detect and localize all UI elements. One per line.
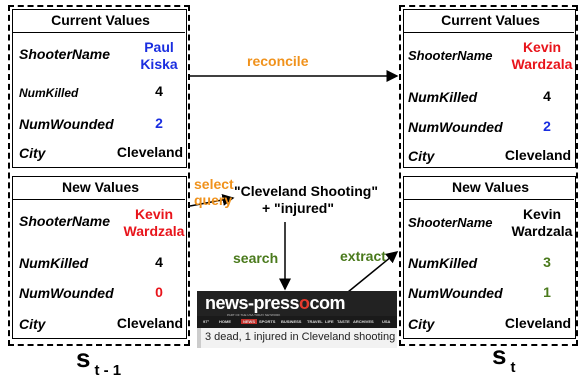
field-value-city: Cleveland	[116, 315, 184, 331]
value-line: Wardzala	[123, 223, 185, 239]
field-label-numwounded: NumWounded	[19, 285, 114, 301]
query-line: "Cleveland Shooting"	[234, 183, 378, 199]
field-value-numkilled: 4	[543, 88, 551, 104]
nav-item[interactable]: BUSINESS	[281, 319, 302, 324]
field-label-numkilled: NumKilled	[408, 89, 478, 105]
right-new-values-panel: New Values ShooterName Kevin Wardzala Nu…	[403, 176, 576, 339]
news-site-header: news-pressocom PART OF THE USA TODAY NET…	[197, 291, 397, 317]
nav-item[interactable]: HOME	[219, 319, 231, 324]
field-label-shootername: ShooterName	[408, 48, 493, 63]
select-query-line: query	[194, 192, 233, 208]
nav-item[interactable]: 97°	[203, 319, 210, 324]
nav-item[interactable]: ARCHIVES	[353, 319, 374, 324]
news-site-tagline: PART OF THE USA TODAY NETWORK	[227, 313, 281, 317]
value-line: Kiska	[140, 56, 178, 72]
nav-item[interactable]: LIFE	[325, 319, 334, 324]
query-text: "Cleveland Shooting" + "injured"	[234, 183, 378, 217]
field-label-shootername: ShooterName	[408, 215, 493, 230]
nav-item-active[interactable]: NEWS	[241, 319, 257, 324]
search-label: search	[233, 250, 279, 266]
field-value-numwounded: 2	[543, 118, 551, 134]
divider	[404, 199, 574, 200]
value-line: Kevin	[522, 39, 562, 55]
value-line: Wardzala	[511, 56, 573, 72]
left-state-box	[8, 5, 190, 346]
field-value-shootername: Paul Kiska	[131, 39, 187, 73]
field-value-numwounded: 1	[543, 284, 551, 300]
news-headline[interactable]: 3 dead, 1 injured in Cleveland shooting	[205, 331, 396, 343]
field-label-numkilled: NumKilled	[408, 255, 478, 271]
field-label-city: City	[19, 316, 46, 332]
value-line: Paul	[144, 39, 174, 55]
left-new-values-panel: New Values ShooterName Kevin Wardzala Nu…	[12, 176, 187, 339]
divider	[404, 32, 574, 33]
field-value-shootername: Kevin Wardzala	[508, 206, 576, 240]
query-line: + "injured"	[261, 200, 334, 216]
news-site-logo: news-pressocom	[205, 293, 346, 314]
extract-label: extract	[340, 248, 386, 264]
nav-item[interactable]: USA	[382, 319, 391, 324]
panel-title: New Values	[61, 179, 140, 195]
nav-item[interactable]: TRAVEL	[307, 319, 323, 324]
field-label-city: City	[19, 145, 46, 161]
logo-prefix: news-press	[205, 293, 300, 313]
state-subscript: t - 1	[94, 362, 122, 379]
state-subscript: t	[510, 359, 516, 376]
select-query-label: select query	[194, 176, 234, 208]
panel-title: New Values	[451, 179, 530, 195]
field-value-numwounded: 2	[155, 115, 163, 131]
nav-item[interactable]: SPORTS	[259, 319, 276, 324]
field-value-shootername: Kevin Wardzala	[121, 206, 187, 240]
value-line: Wardzala	[511, 223, 573, 239]
panel-title: Current Values	[441, 12, 540, 28]
field-value-numkilled: 4	[155, 83, 163, 99]
nav-item[interactable]: TASTE	[337, 319, 350, 324]
field-label-shootername: ShooterName	[19, 213, 111, 229]
logo-suffix: com	[309, 293, 346, 313]
divider	[13, 199, 185, 200]
select-query-line: select	[194, 176, 234, 192]
right-state-box	[399, 5, 578, 346]
logo-o: o	[299, 293, 310, 313]
field-value-city: Cleveland	[116, 144, 184, 160]
field-value-numkilled: 4	[155, 254, 163, 270]
field-label-numkilled: NumKilled	[19, 255, 89, 271]
value-line: Kevin	[134, 206, 174, 222]
field-value-numwounded: 0	[155, 284, 163, 300]
value-line: Kevin	[522, 206, 562, 222]
news-nav-bar: 97° HOME NEWS SPORTS BUSINESS TRAVEL LIF…	[197, 316, 397, 328]
state-symbol: s	[76, 343, 91, 373]
news-headline-row[interactable]: 3 dead, 1 injured in Cleveland shooting	[197, 328, 397, 348]
field-label-city: City	[408, 148, 435, 164]
field-label-numwounded: NumWounded	[19, 116, 114, 132]
panel-title: Current Values	[51, 12, 150, 28]
field-value-city: Cleveland	[504, 315, 572, 331]
field-value-city: Cleveland	[504, 147, 572, 163]
reconcile-label: reconcile	[247, 53, 309, 69]
right-current-values-panel: Current Values ShooterName Kevin Wardzal…	[403, 9, 576, 168]
extract-arrow	[347, 251, 399, 293]
field-label-numkilled: NumKilled	[19, 86, 79, 100]
field-label-numwounded: NumWounded	[408, 285, 503, 301]
field-value-shootername: Kevin Wardzala	[508, 39, 576, 73]
state-symbol: s	[492, 340, 507, 370]
field-value-numkilled: 3	[543, 254, 551, 270]
left-current-values-panel: Current Values ShooterName Paul Kiska Nu…	[12, 9, 187, 168]
field-label-numwounded: NumWounded	[408, 119, 503, 135]
field-label-shootername: ShooterName	[19, 46, 111, 62]
select-query-arrow	[189, 194, 235, 207]
divider	[13, 32, 185, 33]
field-label-city: City	[408, 316, 435, 332]
